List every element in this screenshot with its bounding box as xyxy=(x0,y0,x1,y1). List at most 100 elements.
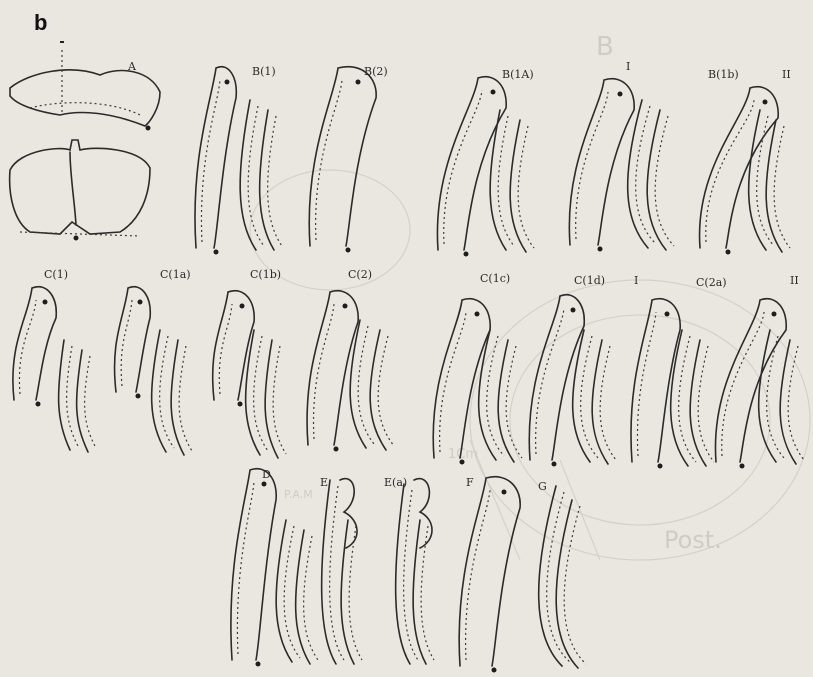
panel-C1-inner-layer xyxy=(19,300,36,394)
panel-B1-strip-inner xyxy=(268,116,282,246)
panel-label-C2: C(2) xyxy=(348,268,372,281)
panel-C1-strip xyxy=(59,340,70,450)
panel-C1-apex-dot xyxy=(43,300,48,305)
panel-D-strip-inner xyxy=(284,526,300,658)
panel-B1b-I-inner-layer xyxy=(576,92,608,239)
panel-Ea-hook xyxy=(414,479,432,548)
panel-B2-outer-contour xyxy=(309,67,376,246)
panel-label-B1b-II: II xyxy=(782,68,791,81)
panel-D-strip xyxy=(296,530,310,664)
panel-label-A: A xyxy=(127,60,137,73)
panel-label-B1: B(1) xyxy=(252,65,276,78)
panel-C2a-I-apex-dot xyxy=(665,312,670,317)
panel-C1a-outer-contour xyxy=(115,287,151,392)
panel-C1b-inner-layer xyxy=(219,304,232,394)
panel-B1b-I-base-dot xyxy=(598,247,603,252)
panel-E-strip xyxy=(341,520,354,664)
panel-B1b-inner-layer xyxy=(706,100,754,242)
panel-label-B2: B(2) xyxy=(364,65,388,78)
panel-C1c-apex-dot xyxy=(475,312,480,317)
panel-C2a-I-strip-inner xyxy=(679,336,696,462)
panel-label-B1a: B(1A) xyxy=(502,68,534,81)
panel-F-outer-contour xyxy=(459,477,520,666)
panel-D-apex-dot xyxy=(262,482,267,487)
panel-B1a-strip-inner xyxy=(518,126,534,248)
panel-B1-strip xyxy=(260,110,274,250)
panel-C1d-strip-inner xyxy=(600,346,616,460)
panel-C1c-base-dot xyxy=(460,460,465,465)
panel-label-E: E xyxy=(320,476,328,489)
panel-C2-strip-inner xyxy=(378,336,394,446)
panel-C1b-strip xyxy=(265,340,278,458)
panel-B1a-apex-dot xyxy=(491,90,496,95)
panel-B1b-I-outer-contour xyxy=(569,79,634,245)
panel-C2-inner-layer xyxy=(314,304,334,439)
panel-C2-outer-contour xyxy=(307,291,358,445)
panel-B1-apex-dot xyxy=(225,80,230,85)
panel-C1-base-dot xyxy=(36,402,41,407)
panel-Ea-strip xyxy=(413,520,426,664)
panel-label-C1b: C(1b) xyxy=(250,268,281,281)
panel-C1d-strip-inner xyxy=(581,336,598,458)
panel-D-outer-contour xyxy=(231,469,276,660)
panel-C1a-strip-inner xyxy=(179,346,192,451)
panel-C2a-outer-contour xyxy=(715,299,786,462)
panel-Ea-strip xyxy=(396,484,410,664)
panel-B2-apex-dot xyxy=(356,80,361,85)
panel-B1b-apex-dot xyxy=(763,100,768,105)
watermark-letter: B xyxy=(596,32,614,62)
panel-G-strip-inner xyxy=(547,492,570,662)
panel-B1a-strip xyxy=(490,110,506,250)
panel-C2a-apex-dot xyxy=(772,312,777,317)
panel-B1b-base-dot xyxy=(726,250,731,255)
panel-C2a-strip-inner xyxy=(788,346,804,460)
panel-B1a-inner-layer xyxy=(444,90,482,244)
panel-label-Ea: E(a) xyxy=(384,476,407,489)
panel-B1b-outer-contour xyxy=(700,87,779,248)
panel-G-strip xyxy=(556,500,578,668)
panel-C2a-base-dot xyxy=(740,464,745,469)
panel-C1c-strip-inner xyxy=(506,346,522,458)
panel-D-strip-inner xyxy=(304,536,318,660)
panel-B1-strip xyxy=(240,100,256,250)
panel-C1c-outer-contour xyxy=(433,299,490,458)
panel-label-D: D xyxy=(262,468,271,481)
panel-label-C1c: C(1c) xyxy=(480,272,510,285)
panel-label-F: F xyxy=(466,476,474,489)
panel-C2-base-dot xyxy=(334,447,339,452)
panel-label-B1b-I: I xyxy=(626,60,630,73)
watermark-pam: P.A.M xyxy=(284,488,313,501)
panel-G-strip-inner xyxy=(564,506,586,664)
panel-label-C1d: C(1d) xyxy=(574,274,605,287)
panel-C2-strip xyxy=(370,330,386,450)
panel-C1b-base-dot xyxy=(238,402,243,407)
panel-D-inner-layer xyxy=(237,482,254,654)
panel-C1-strip-inner xyxy=(85,356,96,448)
panel-label-C1: C(1) xyxy=(44,268,68,281)
panel-label-G: G xyxy=(538,480,547,493)
panel-label-B1b: B(1b) xyxy=(708,68,739,81)
panel-C2a-I-inner-layer xyxy=(637,312,656,456)
panel-C2a-I-strip-inner xyxy=(698,346,714,462)
fold-panels xyxy=(13,67,804,673)
panel-C2a-I-base-dot xyxy=(658,464,663,469)
panel-F-apex-dot xyxy=(502,490,507,495)
panel-E-strip-inner xyxy=(349,526,362,660)
panel-B1b-I-strip-inner xyxy=(655,116,674,246)
panel-C1d-apex-dot xyxy=(571,308,576,313)
panel-C1a-apex-dot xyxy=(138,300,143,305)
panel-A: A xyxy=(10,50,160,241)
panel-C1a-strip xyxy=(171,340,184,455)
panel-C1c-strip-inner xyxy=(487,336,504,456)
panel-label-C2a-I: I xyxy=(634,274,638,287)
panel-B1-base-dot xyxy=(214,250,219,255)
panel-C1b-apex-dot xyxy=(240,304,245,309)
panel-B1a-strip-inner xyxy=(498,116,514,246)
panel-label-C2a: C(2a) xyxy=(696,276,727,289)
panel-B1b-I-apex-dot xyxy=(618,92,623,97)
panel-B1b-strip-inner xyxy=(774,126,790,248)
panel-B2-base-dot xyxy=(346,248,351,253)
panel-B1b-I-strip-inner xyxy=(636,106,656,244)
